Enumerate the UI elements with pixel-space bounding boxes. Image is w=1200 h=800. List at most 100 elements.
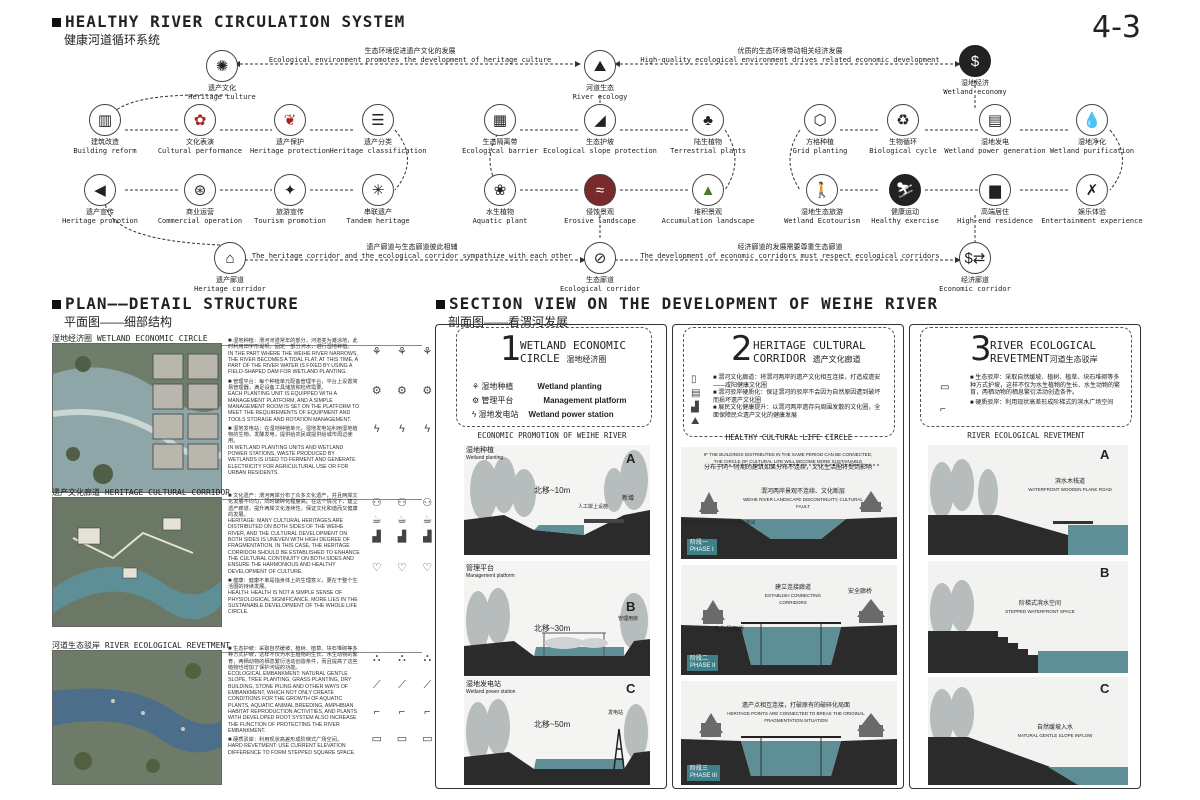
revetment-bullets: ■ 生态驳岸：采取自然缓坡、植树、植草、块石堆砌等多种方式护坡，这样不仅为水生植… [970,375,1121,406]
scene-note: 发电站 [608,710,624,716]
landscape-icon: ⛰ [691,416,700,427]
page-number: 4-3 [1092,10,1141,45]
panel-number: 3 [970,329,992,369]
gear-icon: ⚙ [371,385,382,397]
section-panel-revetment: 3 RIVER ECOLOGICAL REVETMENT河道生态驳岸 ▭ ⌐ ■ … [909,324,1141,789]
node-tourism-promotion: ✦ 旅游宣传 Tourism promotion [230,174,350,225]
heritage-plan-icons: ⚇⚇⚇ ☕☕☕ ▟▟▟ ♡♡♡ [366,496,438,574]
erosion-icon: ≈ [584,174,616,206]
group1-arc-bottom [104,199,221,246]
header: HEALTHY RIVER CIRCULATION SYSTEM 健康河道循环系… [52,12,405,48]
stairs-icon: ⌐ [424,706,431,718]
cubes-icon: ⬡ [804,104,836,136]
node-heritage-protection: ❦ 遗产保护 Heritage protection [230,104,350,155]
node-high-end-residence: ▆ 高端居住 High-end residence [935,174,1055,225]
revetment-plan-image [52,650,222,785]
hands-icon: ❦ [274,104,306,136]
bench-icon: ▭ [940,382,950,393]
wetland-plan-text: ■ 湿地种植：渭河河道常年的部分，河道变为滩涂地，此时利用田字形堤坝，固定一部分… [228,338,360,476]
gear-icon: ⚙ [397,385,407,397]
scene-letter: B [1100,565,1110,580]
node-accumulation-landscape: ▲ 堆积景观 Accumulation landscape [648,174,768,225]
leaf-ring-icon: ⊘ [584,242,616,274]
group3-arc-right [1109,129,1123,191]
panel-title: RIVER ECOLOGICAL REVETMENT河道生态驳岸 [990,339,1098,365]
slope-icon: ⟋ [423,679,432,691]
sprout-icon: ⚘ [472,382,480,391]
phase-1-label: 渭河两岸景观不连续、文化断层 WEIHE RIVER LANDSCAPE DIS… [743,489,863,509]
scene-note: 新增 [622,496,635,502]
plan-panel-heading: 河道生态驳岸 RIVER ECOLOGICAL REVETMENT [52,640,422,653]
phase-2-small: 改为景观桥 [713,627,744,633]
node-heritage-promotion: ◀ 遗产宣传 Heritage promotion [40,174,160,225]
lightning-icon: ϟ [373,423,380,435]
scene-letter: A [626,451,636,466]
plan-header: PLAN——DETAIL STRUCTURE 平面图——细部结构 [52,294,299,330]
section-header: SECTION VIEW ON THE DEVELOPMENT OF WEIHE… [436,294,938,330]
page-title: HEALTHY RIVER CIRCULATION SYSTEM [52,12,405,31]
stairs-icon: ⌐ [940,404,946,415]
panel-number: 1 [500,329,522,369]
recycle-icon: ♻ [887,104,919,136]
sprout-icon: ⚘ [422,346,433,358]
pyramid-icon: ▲ [692,174,724,206]
group1-arc-top [104,94,230,131]
heart-icon: ♡ [371,562,382,574]
stones-icon: ⛬ [398,652,406,664]
slope-icon: ⟋ [398,679,406,691]
seal-icon: ⊛ [184,174,216,206]
director-chair-icon: ✗ [1076,174,1108,206]
revetment-scene-c [928,677,1128,785]
phase-2-small-2: 安全廊桥 [847,589,872,595]
plan-panel-heading: 遗产文化廊道 HERITAGE CULTURAL CORRIDOR [52,487,422,500]
bar-growth-icon: ▆ [979,174,1011,206]
panel-subtitle: HEALTHY CULTURAL LIFE CIRCLE [725,433,853,442]
beam-icon: ✦ [274,174,306,206]
slope-icon: ◢ [584,104,616,136]
revetment-scene-a [928,445,1128,555]
phone-icon: ▯ [691,374,697,385]
node-tandem-heritage: ✳ 串联遗产 Tandem heritage [318,174,438,225]
mountain-river-icon: ⛰ [584,50,616,82]
wetland-plan-image [52,343,222,493]
group2-arc-right [724,129,736,191]
cup-icon: ☕ [371,514,382,526]
document-icon: ☰ [362,104,394,136]
plan-subtitle: 平面图——细部结构 [64,315,173,329]
people-icon: ⚇ [371,497,382,509]
lotus-icon: ❀ [484,174,516,206]
cup-icon: ☕ [397,514,407,526]
stairs-icon: ⌐ [373,706,380,718]
flow-label-top-right: 优质的生态环境带动相关经济发展 High-quality ecological … [640,47,940,64]
node-commercial-operation: ⊛ 商业运营 Commercial operation [140,174,260,225]
scene-note-2: 人工岸上设施 [578,504,609,510]
flow-label-bottom-right: 经济廊道的发展需要尊重生态廊道 The development of econo… [640,243,940,260]
panel-number: 2 [731,329,753,369]
scene-letter: C [1100,681,1110,696]
fan-icon: ✿ [184,104,216,136]
heritage-plan-text: ■ 文化遗产：渭河两岸分布了众多文化遗产，并且两岸文化发展不均匀，同时破碎化程度… [228,493,360,616]
bench-icon: ▭ [396,733,408,745]
bench-icon: ▭ [422,733,433,745]
phase-3-label: 遗产点相互连接，打破原有的破碎化局面 HERITAGE POINTS ARE C… [727,703,865,723]
panel-title: WETLAND ECONOMIC CIRCLE 湿地经济圈 [520,339,626,365]
revetment-plan-icons: ⛬⛬⛬ ⟋⟋⟋ ⌐⌐⌐ ▭▭▭ [366,652,438,745]
stones-icon: ⛬ [372,652,381,664]
phase-1-small: 渭河边难以形成连续的历史文化空间 [683,520,755,525]
plan-title: PLAN——DETAIL STRUCTURE [52,294,299,313]
chart-icon: ▟ [691,402,699,413]
section-title: SECTION VIEW ON THE DEVELOPMENT OF WEIHE… [436,294,938,313]
wetland-title-card [456,327,652,427]
section-subtitle: 剖面图——看渭河发展 [448,315,569,329]
money-bag-icon: $ [959,45,991,77]
heritage-seal-icon: ⌂ [214,242,246,274]
node-heritage-classification: ☰ 遗产分类 Heritage classification [318,104,438,155]
